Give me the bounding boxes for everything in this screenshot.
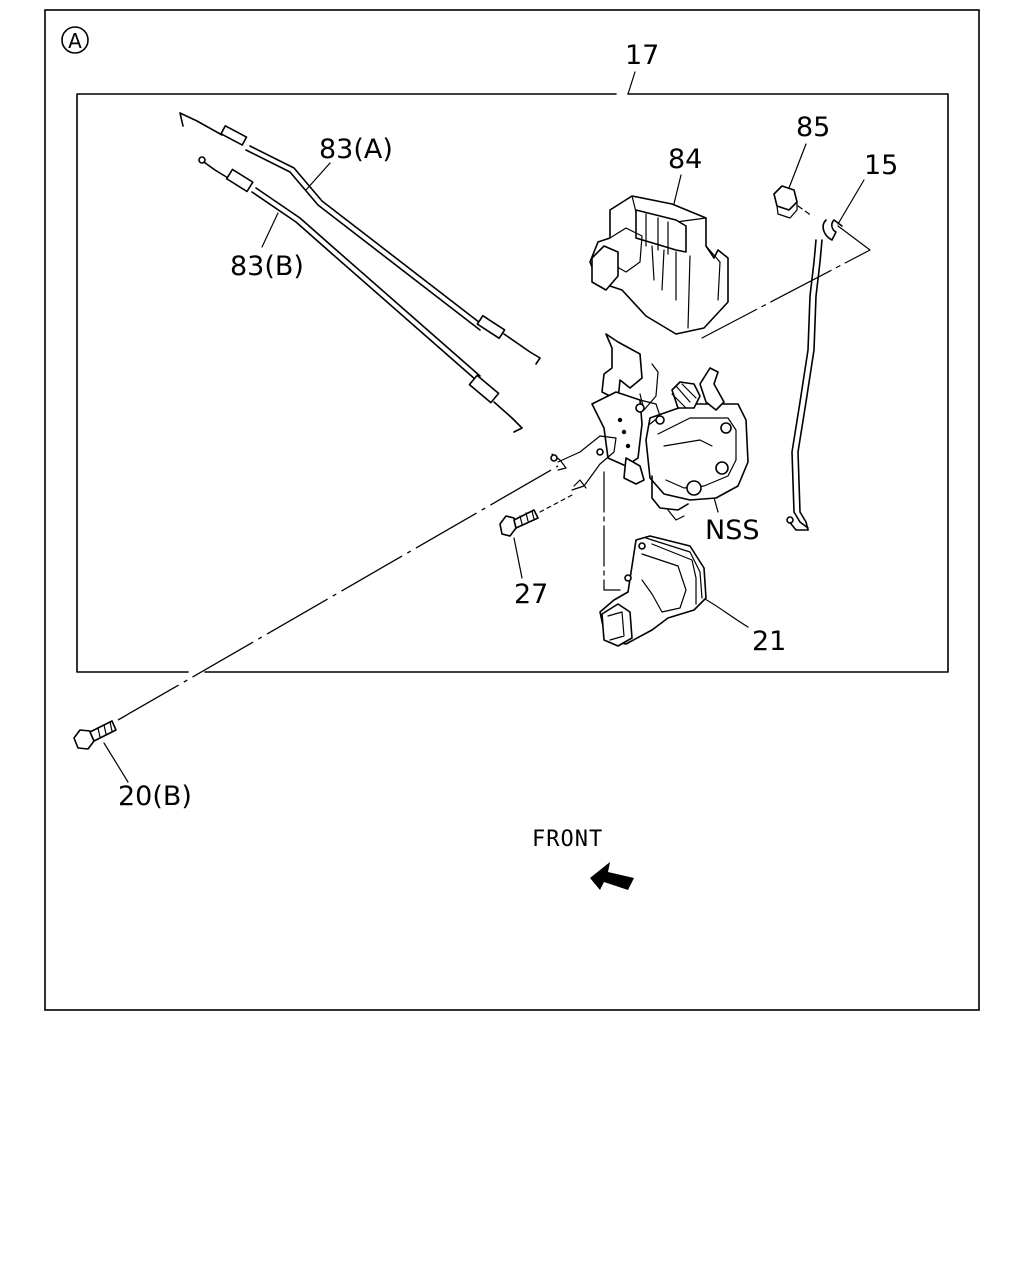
outer-frame bbox=[44, 9, 980, 1011]
part-27-screw bbox=[499, 493, 575, 537]
view-marker-circle bbox=[61, 26, 89, 54]
callout-83a: 83(A) bbox=[319, 134, 393, 165]
leader-83b bbox=[261, 212, 279, 248]
leader-17 bbox=[627, 71, 636, 95]
leader-85 bbox=[788, 143, 807, 189]
assembly-box bbox=[76, 93, 949, 673]
callout-85: 85 bbox=[796, 112, 830, 143]
leader-15 bbox=[837, 179, 865, 225]
callout-15: 15 bbox=[864, 150, 898, 181]
callout-83b: 83(B) bbox=[230, 251, 304, 282]
callout-84: 84 bbox=[668, 144, 702, 175]
part-15-rod bbox=[701, 219, 871, 531]
bolt-20b-centerline bbox=[117, 465, 559, 721]
leader-83a bbox=[305, 162, 331, 191]
part-84-cover bbox=[589, 195, 729, 335]
callout-17: 17 bbox=[625, 40, 659, 71]
door-lock-assembly bbox=[550, 333, 749, 521]
callout-nss: NSS bbox=[705, 515, 759, 546]
callout-21: 21 bbox=[752, 626, 786, 657]
leader-21 bbox=[702, 597, 749, 628]
callout-20b: 20(B) bbox=[118, 781, 192, 812]
leader-27 bbox=[513, 537, 523, 579]
view-marker-letter: A bbox=[68, 29, 82, 53]
leader-20b bbox=[103, 742, 129, 783]
front-direction-indicator: FRONT bbox=[532, 827, 634, 890]
part-21-actuator bbox=[599, 471, 707, 647]
part-85-nut bbox=[773, 185, 813, 219]
view-marker: A bbox=[61, 26, 89, 54]
front-label: FRONT bbox=[532, 827, 603, 852]
front-arrow-icon bbox=[590, 862, 634, 890]
part-20b-bolt bbox=[73, 720, 117, 750]
cable-83b bbox=[198, 156, 523, 433]
cable-83a bbox=[179, 112, 541, 365]
callout-27: 27 bbox=[514, 579, 548, 610]
